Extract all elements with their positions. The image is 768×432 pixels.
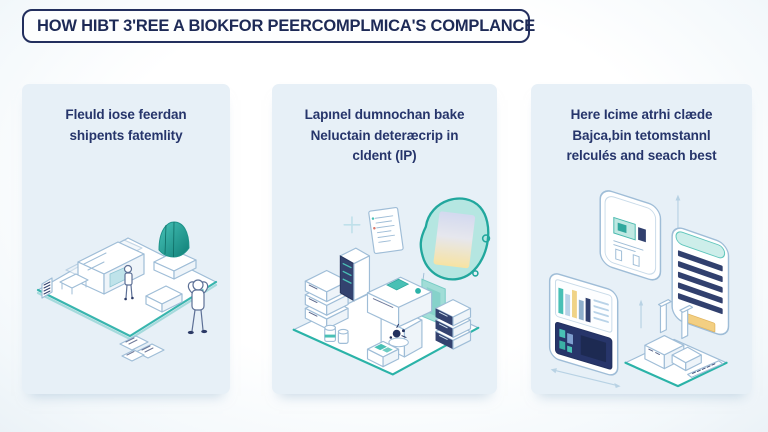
dome-machine (153, 221, 197, 280)
sparkle-icon (342, 216, 361, 234)
louver-panel (670, 227, 729, 336)
inspection-station-illustration (292, 197, 490, 376)
worker-figure-small (123, 264, 134, 301)
document-sheet (367, 206, 404, 255)
desk (59, 273, 89, 295)
card-shipments: Fleuld iose feerdan shipents fatemlity (22, 84, 230, 394)
ink-splat (387, 323, 409, 348)
heading-line: cldent (lP) (352, 148, 417, 164)
report-panels-illustration (548, 190, 729, 389)
factory-floorplan-illustration (36, 221, 218, 362)
heading-line: Here Icime atrhi clæde (570, 107, 713, 122)
card2-heading: Lapınel dumnochan bake Neluctain deteræc… (295, 105, 475, 167)
tall-cabinet (339, 247, 370, 302)
title-banner: HOW HIBT 3'REE A BIOKFOR PEERCOMPLMICA'S… (22, 9, 535, 43)
card-detection: Lapınel dumnochan bake Neluctain deteræc… (272, 84, 497, 394)
worker-figure (187, 279, 209, 335)
tablet-panel (598, 190, 661, 281)
card3-heading: Here Icime atrhi clæde Bajca,bin tetomst… (556, 105, 726, 167)
papers (119, 335, 165, 362)
server-rack-right (434, 299, 471, 350)
server-rack-left (304, 269, 349, 330)
heading-line: Neluctain deteræcrip in (310, 127, 459, 143)
factory-building (623, 299, 728, 388)
heading-line: relculés and seach best (566, 148, 717, 164)
canisters (323, 324, 349, 344)
dimension-arrow-horizontal (550, 368, 621, 389)
equipment-box (145, 285, 183, 313)
card1-heading: Fleuld iose feerdan shipents fatemlity (55, 105, 196, 146)
heading-line: shipents fatemlity (69, 127, 183, 143)
balloon-shape (419, 197, 490, 281)
heading-line: Lapınel dumnochan bake (304, 107, 465, 122)
heading-line: Fleuld iose feerdan (65, 107, 187, 122)
page-title: HOW HIBT 3'REE A BIOKFOR PEERCOMPLMICA'S… (37, 16, 536, 35)
room-block (77, 241, 145, 295)
heading-line: Bajca,bin tetomstannl (572, 127, 711, 143)
card-results: Here Icime atrhi clæde Bajca,bin tetomst… (531, 84, 752, 394)
label-strip (41, 277, 53, 299)
dashboard-panel (548, 273, 618, 376)
parts-bin (366, 340, 399, 368)
